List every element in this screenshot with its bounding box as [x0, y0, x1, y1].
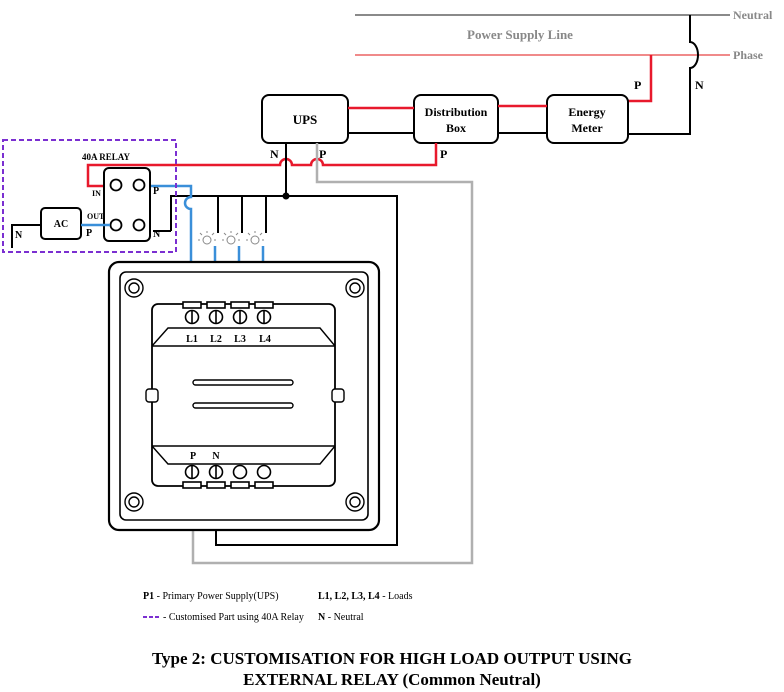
dist-phase-label: P: [440, 147, 447, 161]
ac-neutral-wire: [11, 224, 41, 248]
phase-drop-wire: [628, 55, 653, 103]
terminal-n-label: N: [212, 451, 220, 462]
neutral-junction: [282, 192, 290, 200]
neutral-drop-wire: [628, 15, 699, 135]
bulb-icons: [198, 231, 264, 245]
ac-neutral-label: N: [15, 230, 23, 241]
terminal-l2-label: L2: [210, 334, 222, 345]
distribution-label-2: Box: [446, 121, 466, 135]
ac-unit: AC: [40, 207, 82, 240]
legend-loads: L1, L2, L3, L4 - Loads: [318, 591, 413, 602]
custom-relay-region: [2, 139, 177, 253]
bulb-icon-l2: [198, 231, 216, 245]
bulb-icon-l4: [246, 231, 264, 245]
ups-phase-grey-wire: [191, 143, 474, 565]
ups-box: UPS: [261, 94, 349, 144]
title-line-2: EXTERNAL RELAY (Common Neutral): [243, 670, 541, 689]
legend-p1: P1 - Primary Power Supply(UPS): [143, 591, 279, 602]
title-line-1: Type 2: CUSTOMISATION FOR HIGH LOAD OUTP…: [151, 649, 632, 668]
phase-line-label: Phase: [733, 48, 764, 62]
ups-neutral-label: N: [270, 147, 279, 161]
neutral-line-label: Neutral: [733, 8, 773, 22]
relay-40a: IN OUT P N: [87, 167, 161, 242]
terminal-l4-label: L4: [259, 334, 271, 345]
meter-phase-label: P: [634, 78, 641, 92]
terminal-l1-label: L1: [186, 334, 198, 345]
diagram-title: Type 2: CUSTOMISATION FOR HIGH LOAD OUTP…: [0, 648, 784, 690]
ac-label: AC: [54, 219, 68, 230]
ac-phase-label: P: [86, 228, 92, 239]
legend: P1 - Primary Power Supply(UPS) L1, L2, L…: [143, 591, 413, 623]
ups-label: UPS: [293, 112, 318, 127]
distribution-box: Distribution Box: [413, 94, 499, 144]
relay-n-label: N: [153, 229, 161, 240]
supply-terminals: [182, 464, 274, 489]
corner-screws: [124, 278, 365, 512]
relay-p-label: P: [153, 186, 159, 197]
bulb-icon-l3: [222, 231, 240, 245]
energy-label-2: Meter: [571, 121, 603, 135]
relay-phase-wire: [86, 143, 438, 188]
energy-label-1: Energy: [568, 105, 605, 119]
supply-lines: Neutral Power Supply Line Phase: [355, 8, 773, 62]
neutral-bus-wire: [153, 195, 398, 546]
load-terminals: [182, 301, 274, 325]
relay-p-load-wire: [144, 184, 193, 304]
relay-title: 40A RELAY: [82, 152, 130, 162]
meter-neutral-label: N: [695, 78, 704, 92]
relay-out-label: OUT: [87, 212, 105, 221]
relay-in-label: IN: [92, 189, 101, 198]
switch-panel: L1 L2 L3 L4 P N: [107, 260, 381, 532]
terminal-l3-label: L3: [234, 334, 246, 345]
terminal-p-label: P: [190, 451, 196, 462]
energy-meter-box: Energy Meter: [546, 94, 629, 144]
distribution-label-1: Distribution: [425, 105, 488, 119]
legend-neutral: N - Neutral: [318, 612, 364, 623]
wiring-diagram: Neutral Power Supply Line Phase N P UPS …: [2, 8, 773, 623]
ups-phase-label: P: [319, 147, 326, 161]
legend-custom: - Customised Part using 40A Relay: [163, 612, 304, 623]
supply-line-label: Power Supply Line: [467, 27, 573, 42]
